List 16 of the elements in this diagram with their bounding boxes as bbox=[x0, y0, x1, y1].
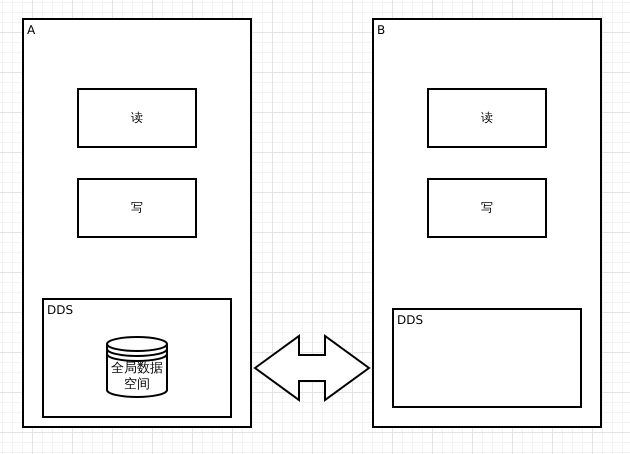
box-title: DDS bbox=[47, 303, 74, 317]
box-title: B bbox=[377, 23, 386, 37]
box-label: 写 bbox=[480, 200, 494, 216]
box-title: A bbox=[27, 23, 36, 37]
process-box bbox=[427, 88, 547, 148]
container-box bbox=[372, 18, 602, 428]
box-title: DDS bbox=[397, 313, 424, 327]
process-box bbox=[427, 178, 547, 238]
container-box bbox=[22, 18, 252, 428]
process-box bbox=[77, 178, 197, 238]
process-box bbox=[77, 88, 197, 148]
container-box bbox=[392, 308, 582, 408]
double-arrow bbox=[253, 334, 371, 402]
box-label: 读 bbox=[130, 110, 144, 126]
box-label: 写 bbox=[130, 200, 144, 216]
box-label: 读 bbox=[480, 110, 494, 126]
